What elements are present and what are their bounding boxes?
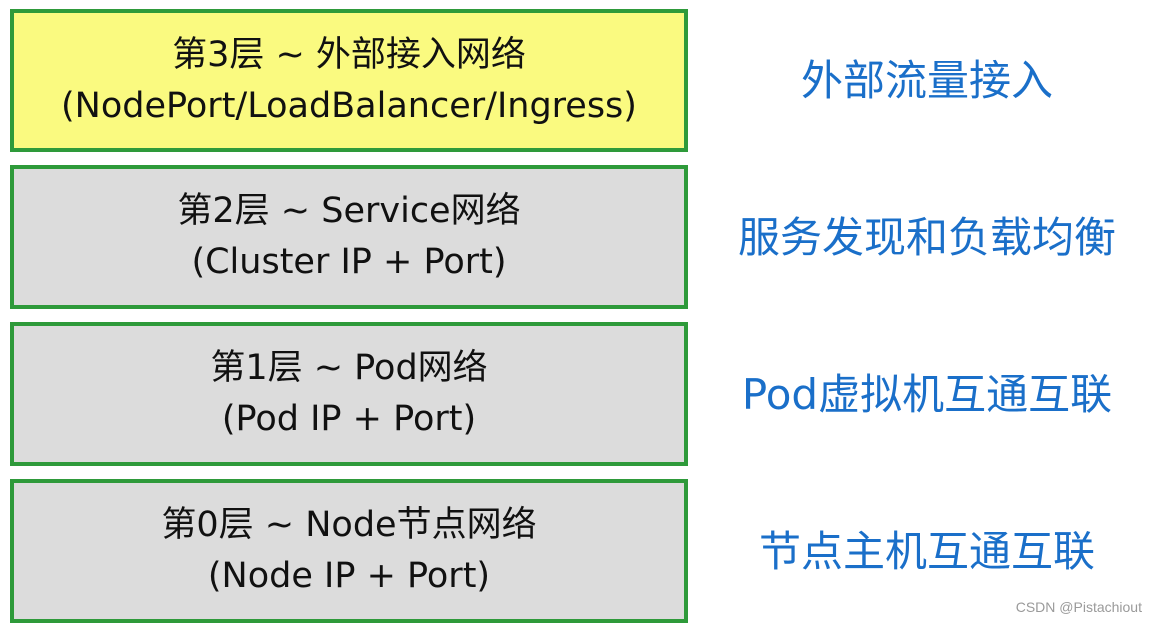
layer-2-title: 第2层 ~ Service网络 [177, 191, 521, 232]
layer-0-detail: (Node IP + Port) [207, 556, 491, 596]
layer-1-description: Pod虚拟机互通互联 [741, 370, 1113, 419]
layer-3-description: 外部流量接入 [800, 56, 1053, 105]
watermark: CSDN @Pistachiout [1015, 599, 1142, 615]
layer-1-box: 第1层 ~ Pod网络 (Pod IP + Port) [10, 322, 688, 466]
layer-2-box: 第2层 ~ Service网络 (Cluster IP + Port) [10, 165, 688, 309]
layer-0-box: 第0层 ~ Node节点网络 (Node IP + Port) [10, 479, 688, 623]
layer-1-detail: (Pod IP + Port) [221, 399, 477, 439]
layer-1-title: 第1层 ~ Pod网络 [210, 348, 488, 389]
layer-2-description: 服务发现和负载均衡 [737, 213, 1116, 262]
layer-3-box: 第3层 ~ 外部接入网络 (NodePort/LoadBalancer/Ingr… [10, 9, 688, 152]
layer-0-title: 第0层 ~ Node节点网络 [161, 505, 537, 546]
layer-3-title: 第3层 ~ 外部接入网络 [172, 34, 526, 75]
layer-2-detail: (Cluster IP + Port) [191, 242, 507, 282]
layer-0-description: 节点主机互通互联 [758, 527, 1095, 576]
layer-3-detail: (NodePort/LoadBalancer/Ingress) [61, 85, 637, 126]
